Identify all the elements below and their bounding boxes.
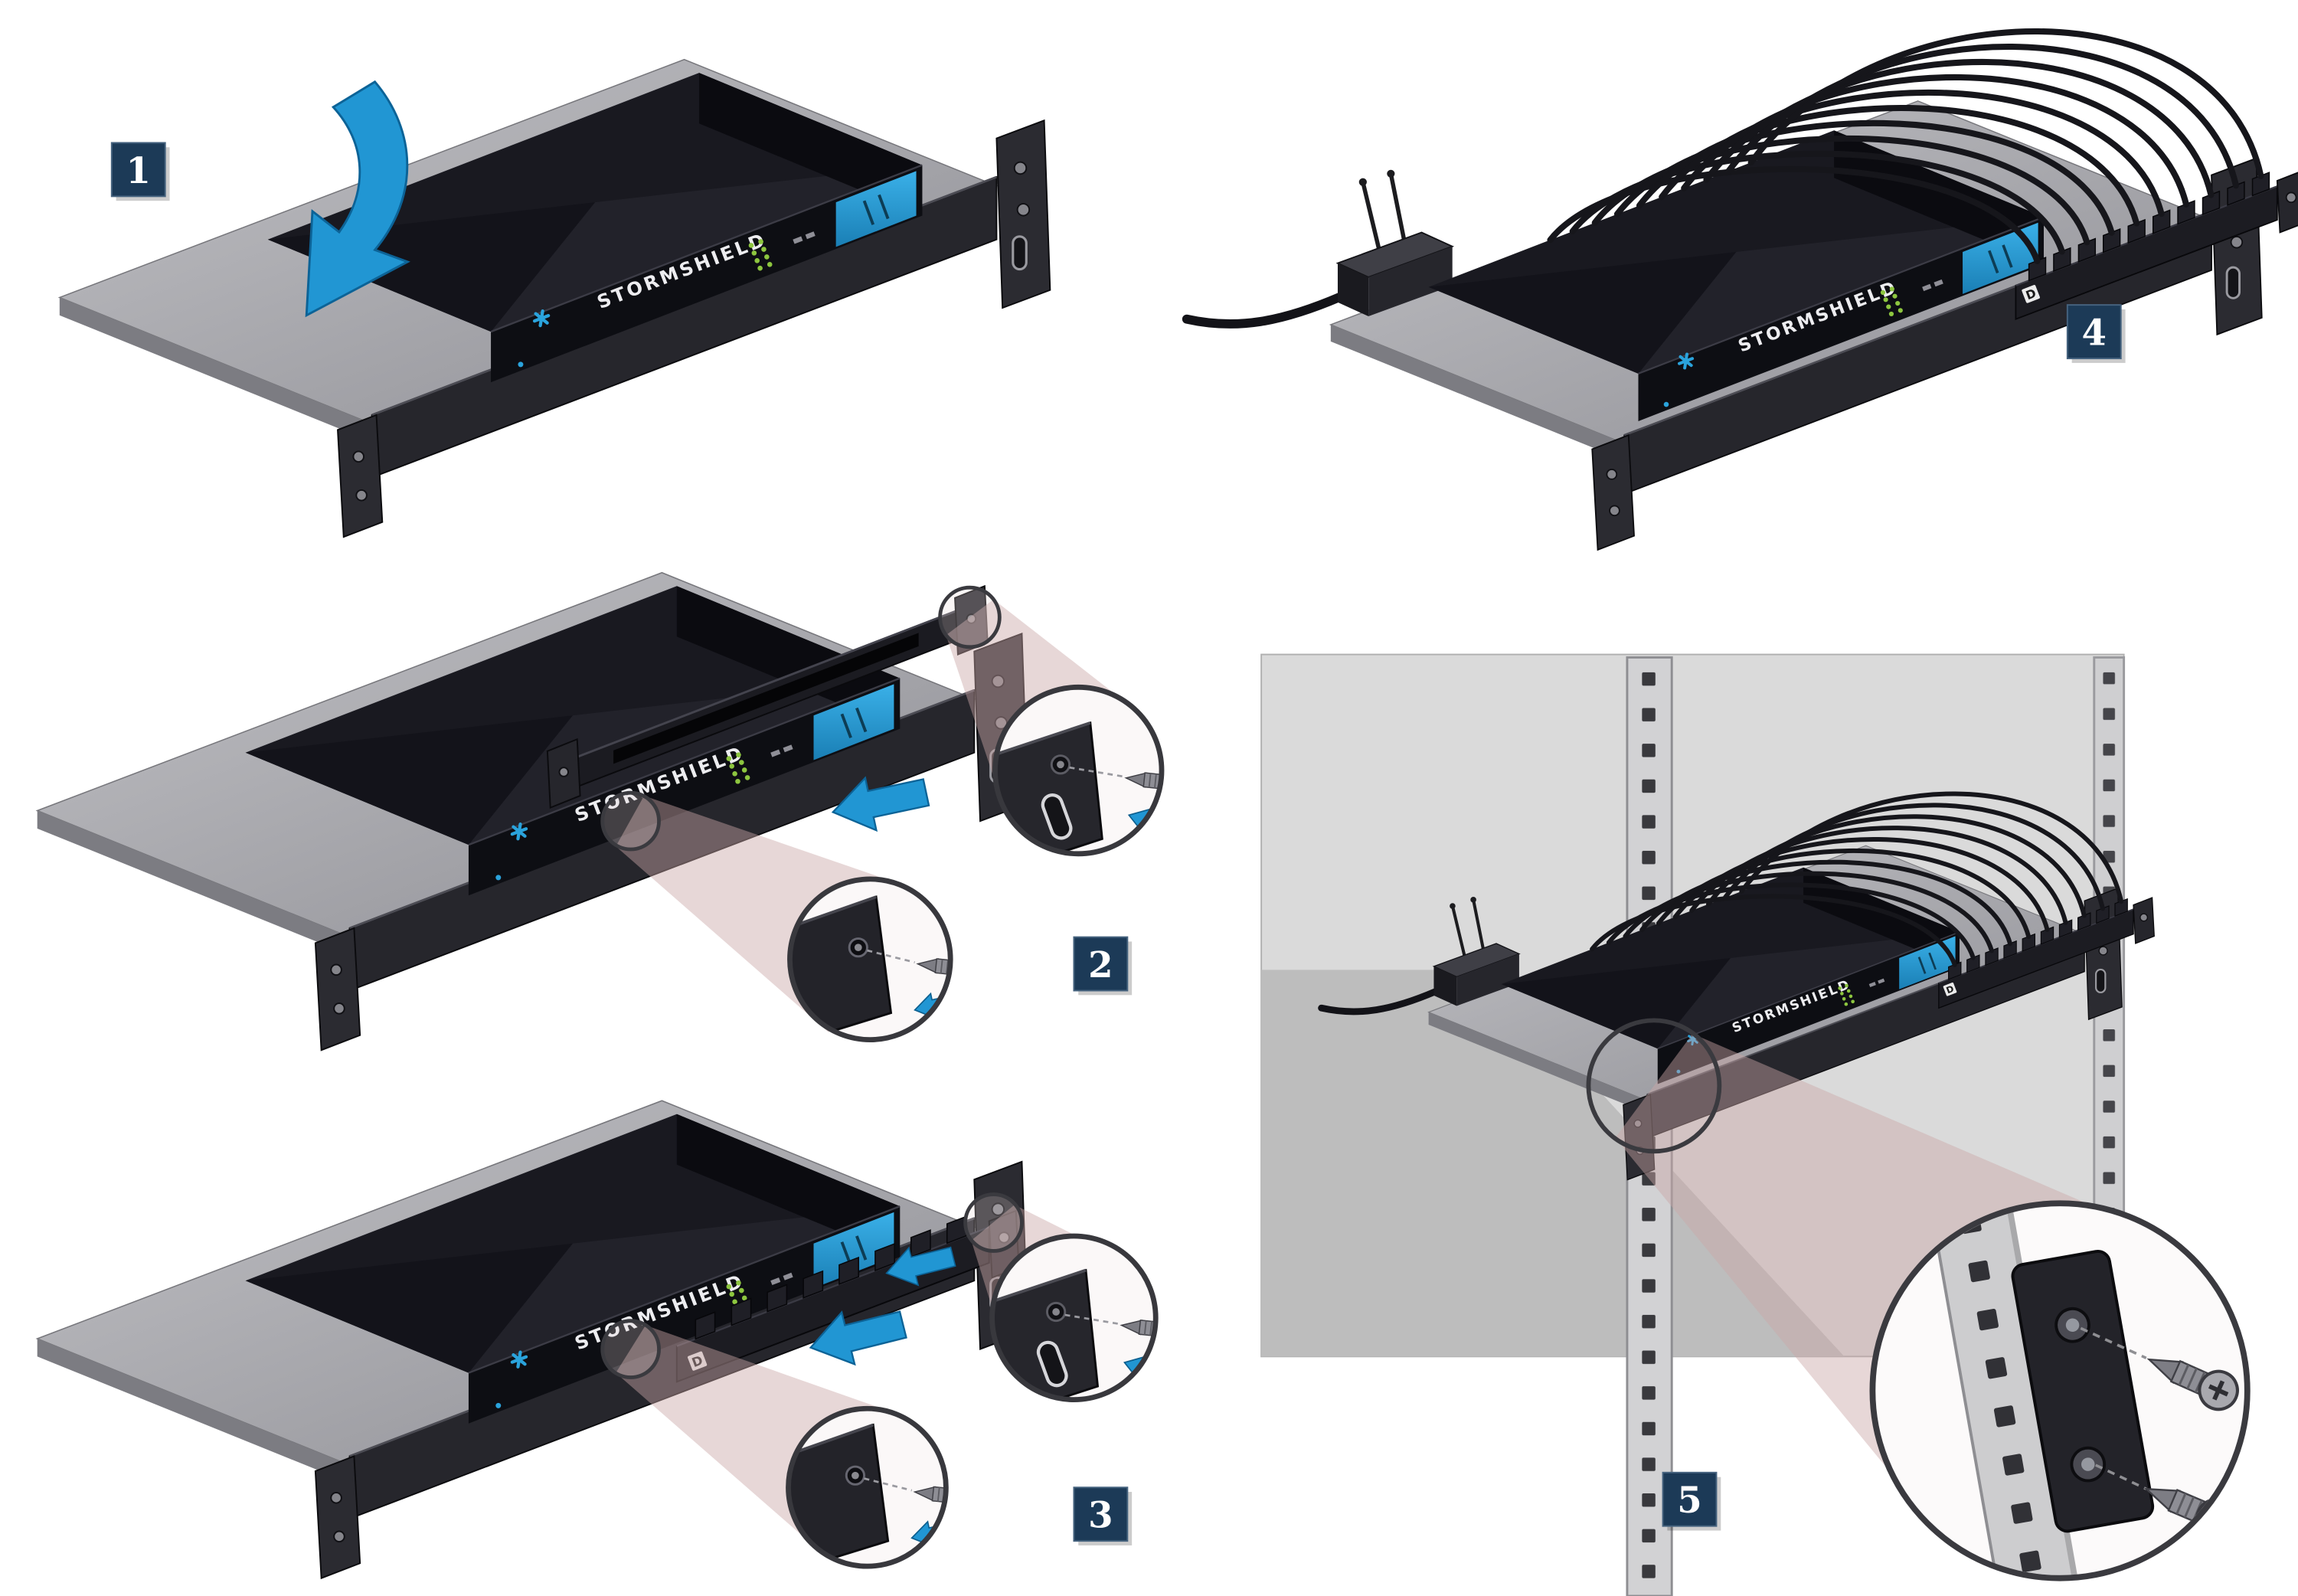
- step-1-illustration: 1: [60, 60, 1051, 537]
- rack-ear-detail: [2011, 1249, 2155, 1533]
- step-2-illustration: 2: [38, 573, 1165, 1051]
- magnifier-screw-detail: [786, 1405, 949, 1569]
- step-badge-2: 2: [1073, 936, 1133, 996]
- blank-bracket-panel: [546, 584, 989, 809]
- step-4-illustration: 4: [1187, 31, 2298, 550]
- step-badge-5: 5: [1662, 1471, 1721, 1531]
- rack-cabinet-shadow: [1261, 970, 1845, 1357]
- shelf-with-appliance: [60, 60, 1051, 537]
- magnifier-rack-mount-detail: [1869, 1200, 2251, 1581]
- svg-text:D: D: [690, 1352, 705, 1370]
- magnifier-screw-detail: [992, 684, 1165, 857]
- panel-logo: D: [688, 1351, 708, 1371]
- step-number: 2: [1088, 944, 1113, 986]
- step-3-illustration: D 3: [38, 1101, 1159, 1579]
- zoom-source-circle: [938, 585, 1002, 649]
- curved-place-arrow-icon: [305, 80, 410, 318]
- zoom-source-circle: [963, 1192, 1024, 1253]
- magnifier-screw-detail: [787, 876, 953, 1043]
- step-5-illustration: 5: [1260, 653, 2251, 1596]
- step-number: 4: [2082, 312, 2107, 354]
- step-number: 1: [126, 149, 151, 191]
- zoom-source-circle: [1586, 1018, 1722, 1154]
- step-number: 5: [1677, 1479, 1701, 1521]
- step-badge-1: 1: [110, 142, 170, 201]
- zoom-source-circle: [600, 790, 661, 852]
- cabled-shelf-assembly: [1187, 31, 2298, 550]
- patch-panel-ports: [695, 1215, 967, 1340]
- magnifier-screw-detail: [989, 1233, 1159, 1403]
- step-badge-3: 3: [1073, 1486, 1133, 1545]
- step-number: 3: [1088, 1494, 1113, 1536]
- zoom-source-circle: [600, 1319, 661, 1379]
- step-badge-4: 4: [2066, 304, 2126, 363]
